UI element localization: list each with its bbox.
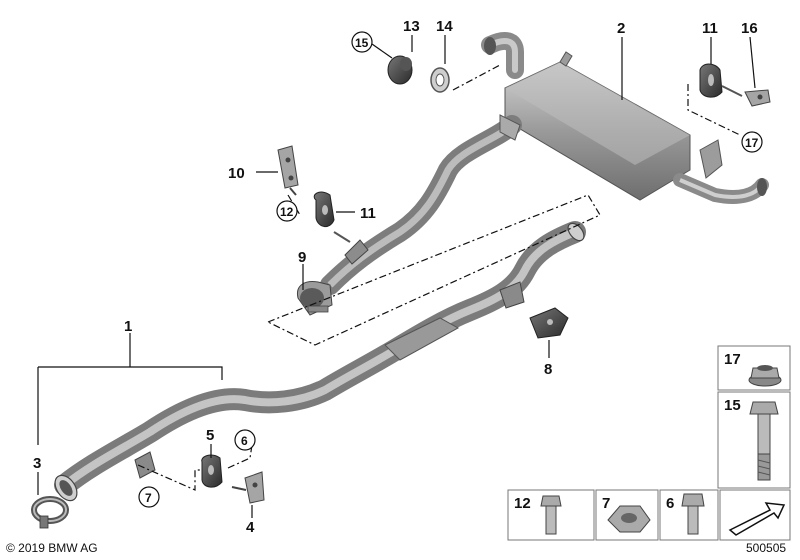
ring-part-14[interactable] <box>430 67 450 93</box>
callout-15: 15 <box>355 36 369 50</box>
hex-nut-icon <box>607 505 651 533</box>
rubber-hanger-part-11-left[interactable] <box>313 191 351 243</box>
legend-15-label: 15 <box>724 397 741 414</box>
callouts: 1 2 3 4 5 6 7 8 9 10 11 12 13 14 15 11 1… <box>33 18 763 536</box>
small-bolt-icon <box>681 493 705 535</box>
legend-7-label: 7 <box>602 495 610 512</box>
leader-lines <box>37 35 756 518</box>
callout-13: 13 <box>403 18 420 35</box>
callout-5: 5 <box>206 427 214 444</box>
callout-10: 10 <box>228 165 245 182</box>
flange-nut-icon <box>748 365 782 387</box>
legend-12-label: 12 <box>514 495 531 512</box>
callout-9: 9 <box>298 249 306 266</box>
front-pipe-assembly[interactable] <box>51 220 587 504</box>
legend-6-label: 6 <box>666 495 674 512</box>
bracket-part-10[interactable] <box>277 145 299 196</box>
damper-part-13[interactable] <box>387 55 413 85</box>
hex-bolt-icon <box>749 401 779 481</box>
diagram-id: 500505 <box>746 541 787 555</box>
clamp-part-3[interactable] <box>31 496 69 529</box>
legend-17-label: 17 <box>724 351 741 368</box>
rubber-hanger-part-11-right[interactable] <box>699 63 743 98</box>
callout-11-left: 11 <box>360 205 376 222</box>
callout-14: 14 <box>436 18 453 35</box>
flange-screw-icon <box>540 495 562 535</box>
copyright: © 2019 BMW AG <box>6 541 98 555</box>
rubber-mount-part-5[interactable] <box>201 454 223 488</box>
muffler-inlet-pipe[interactable] <box>320 114 522 295</box>
callout-16: 16 <box>741 20 758 37</box>
bracket-part-4[interactable] <box>231 471 265 504</box>
callout-1: 1 <box>124 318 132 335</box>
bracket-part-16[interactable] <box>744 89 771 107</box>
callout-3: 3 <box>33 455 41 472</box>
damper-part-8[interactable] <box>529 307 569 339</box>
fastener-legend: 17 15 12 7 6 <box>507 345 791 541</box>
callout-17: 17 <box>745 136 759 150</box>
callout-12: 12 <box>280 205 294 219</box>
rear-muffler[interactable] <box>481 32 769 204</box>
direction-arrow-icon <box>728 502 786 536</box>
callout-11-right: 11 <box>702 20 718 37</box>
callout-6: 6 <box>241 434 248 448</box>
callout-2: 2 <box>617 20 625 37</box>
callout-7: 7 <box>145 491 152 505</box>
callout-4: 4 <box>246 519 255 536</box>
callout-8: 8 <box>544 361 552 378</box>
